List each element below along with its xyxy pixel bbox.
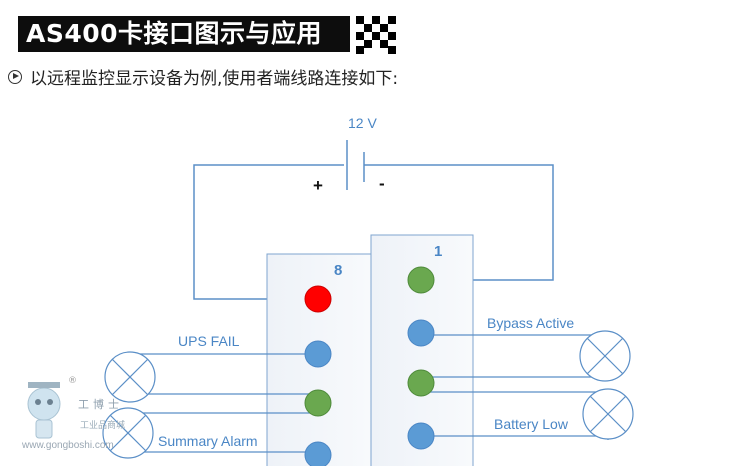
block-right-number: 1 (434, 243, 442, 260)
lamp-ups-fail-icon (104, 351, 156, 403)
label-summary-alarm: Summary Alarm (158, 433, 258, 449)
lamp-bypass-active-icon (579, 330, 631, 382)
watermark-reg-mark: ® (68, 376, 77, 386)
pin-right-green-1 (407, 266, 435, 294)
page-title: AS400卡接口图示与应用 (18, 16, 350, 52)
minus-sign: - (379, 174, 385, 193)
pin-red (304, 285, 332, 313)
wire-negative (364, 164, 554, 281)
lamp-summary-alarm-icon (102, 407, 154, 459)
voltage-label: 12 V (348, 115, 377, 131)
watermark-subtitle: 工业品商城 (80, 421, 126, 431)
watermark-mascot-icon (27, 382, 61, 439)
pin-left-blue-1 (304, 340, 332, 368)
pin-right-blue-2 (407, 422, 435, 450)
watermark-name: 工博士 (78, 398, 123, 411)
watermark-url: www.gongboshi.com (22, 440, 114, 451)
label-battery-low: Battery Low (494, 416, 569, 432)
pin-left-green (304, 389, 332, 417)
block-left-number: 8 (334, 262, 342, 279)
play-circle-icon (8, 69, 22, 84)
pin-left-blue-2 (304, 441, 332, 466)
checker-logo-icon (356, 16, 396, 54)
plus-sign: + (313, 176, 323, 195)
subtitle-text: 以远程监控显示设备为例,使用者端线路连接如下: (30, 69, 399, 89)
subtitle-line: 以远程监控显示设备为例,使用者端线路连接如下: (8, 64, 398, 89)
label-bypass-active: Bypass Active (487, 315, 574, 331)
lamp-battery-low-icon (582, 388, 634, 440)
label-ups-fail: UPS FAIL (178, 333, 240, 349)
pin-right-green-2 (407, 369, 435, 397)
pin-right-blue-1 (407, 319, 435, 347)
wire-positive (193, 164, 344, 300)
